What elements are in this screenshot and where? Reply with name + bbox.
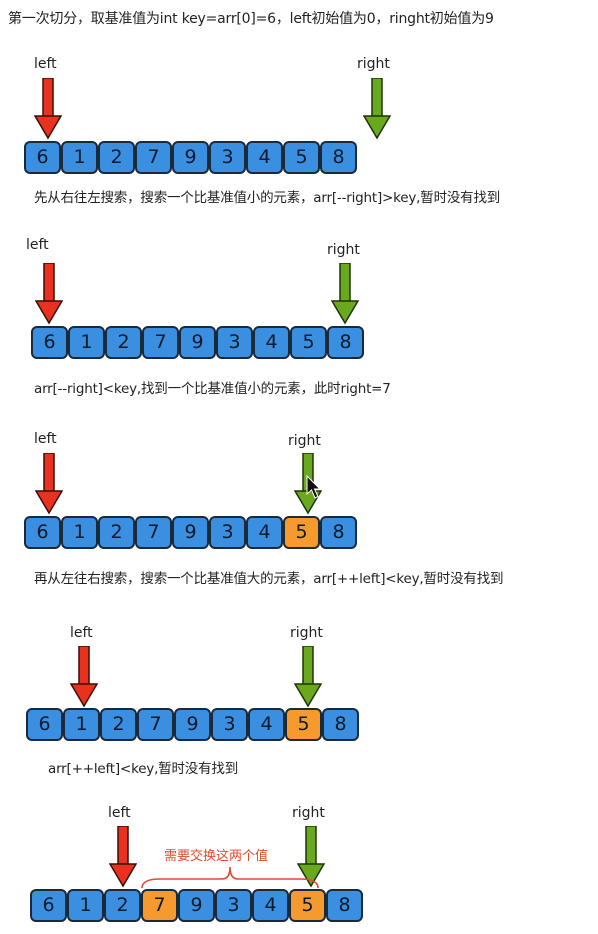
step-caption: arr[--right]<key,找到一个比基准值小的元素，此时right=7: [34, 381, 391, 397]
array-cell: 1: [63, 708, 100, 741]
left-label: left: [108, 805, 131, 821]
array-cell: 2: [104, 889, 141, 922]
right-label: right: [327, 242, 360, 258]
array-cell: 6: [26, 708, 63, 741]
array-cell: 5: [283, 141, 320, 174]
array-cell: 9: [174, 708, 211, 741]
array-cell: 9: [172, 141, 209, 174]
right-arrow-icon: [294, 646, 322, 708]
left-label: left: [34, 431, 57, 447]
left-label: left: [34, 56, 57, 72]
array-cell: 8: [320, 516, 357, 549]
array-cell-highlighted: 5: [283, 516, 320, 549]
array-row: 6 1 2 7 9 3 4 5 8: [30, 889, 363, 922]
array-cell: 8: [322, 708, 359, 741]
right-label: right: [290, 625, 323, 641]
array-cell: 4: [253, 326, 290, 359]
step-caption: arr[++left]<key,暂时没有找到: [48, 761, 238, 777]
array-cell: 4: [252, 889, 289, 922]
array-cell: 1: [61, 516, 98, 549]
left-arrow-icon: [35, 453, 63, 515]
array-cell: 7: [142, 326, 179, 359]
array-cell: 2: [98, 141, 135, 174]
left-arrow-icon: [109, 826, 137, 888]
array-cell: 6: [30, 889, 67, 922]
array-cell: 2: [98, 516, 135, 549]
step-caption: 先从右往左搜索，搜索一个比基准值小的元素，arr[--right]>key,暂时…: [34, 190, 501, 206]
array-cell: 8: [320, 141, 357, 174]
swap-note: 需要交换这两个值: [164, 849, 269, 864]
right-arrow-icon: [331, 263, 359, 325]
array-cell: 6: [31, 326, 68, 359]
array-cell: 2: [105, 326, 142, 359]
array-cell: 3: [211, 708, 248, 741]
array-cell: 4: [248, 708, 285, 741]
right-arrow-icon: [363, 78, 391, 140]
brace-icon: [141, 866, 319, 889]
array-cell: 3: [215, 889, 252, 922]
array-cell: 1: [68, 326, 105, 359]
array-cell: 4: [246, 516, 283, 549]
array-cell: 6: [24, 141, 61, 174]
array-cell-highlighted: 5: [289, 889, 326, 922]
step-caption: 再从左往右搜索，搜索一个比基准值大的元素，arr[++left]<key,暂时没…: [34, 571, 504, 587]
array-cell: 1: [67, 889, 104, 922]
array-cell: 7: [137, 708, 174, 741]
right-arrow-icon: [297, 826, 325, 888]
left-arrow-icon: [70, 646, 98, 708]
array-cell: 6: [24, 516, 61, 549]
array-cell: 9: [178, 889, 215, 922]
array-cell: 5: [290, 326, 327, 359]
array-cell: 3: [209, 516, 246, 549]
left-label: left: [70, 625, 93, 641]
array-cell-highlighted: 5: [285, 708, 322, 741]
array-row: 6 1 2 7 9 3 4 5 8: [24, 141, 357, 174]
left-arrow-icon: [34, 78, 62, 140]
right-label: right: [288, 433, 321, 449]
array-cell: 3: [216, 326, 253, 359]
array-row: 6 1 2 7 9 3 4 5 8: [31, 326, 364, 359]
array-cell: 4: [246, 141, 283, 174]
array-row: 6 1 2 7 9 3 4 5 8: [26, 708, 359, 741]
array-cell: 7: [135, 516, 172, 549]
array-row: 6 1 2 7 9 3 4 5 8: [24, 516, 357, 549]
array-cell: 1: [61, 141, 98, 174]
mouse-cursor-icon: [306, 475, 322, 499]
array-cell: 9: [172, 516, 209, 549]
array-cell: 9: [179, 326, 216, 359]
page-title: 第一次切分，取基准值为int key=arr[0]=6，left初始值为0，ri…: [8, 11, 494, 27]
left-label: left: [26, 237, 49, 253]
right-label: right: [357, 56, 390, 72]
array-cell-highlighted: 7: [141, 889, 178, 922]
left-arrow-icon: [35, 263, 63, 325]
array-cell: 2: [100, 708, 137, 741]
array-cell: 3: [209, 141, 246, 174]
array-cell: 8: [327, 326, 364, 359]
right-label: right: [292, 805, 325, 821]
array-cell: 7: [135, 141, 172, 174]
array-cell: 8: [326, 889, 363, 922]
